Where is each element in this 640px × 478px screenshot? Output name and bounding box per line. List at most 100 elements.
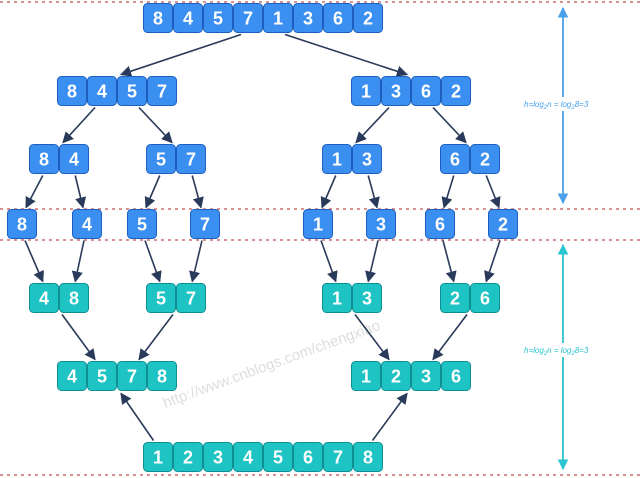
- split-arrow: [320, 175, 337, 209]
- array-cell-value: 5: [127, 82, 137, 102]
- arrows-layer: [24, 33, 501, 441]
- merge-arrow: [371, 392, 408, 441]
- array-cell-value: 1: [361, 367, 371, 387]
- array-cell-value: 7: [157, 82, 167, 102]
- split-group-level-3-4: 1: [303, 209, 333, 239]
- array-cell-value: 7: [333, 448, 343, 468]
- array-cell-value: 8: [157, 367, 167, 387]
- array-cell-box: [323, 442, 353, 472]
- array-cell-box: [176, 144, 206, 174]
- array-cell-box: [147, 361, 177, 391]
- array-cell-box: [263, 3, 293, 33]
- split-group-level-3-0: 8: [7, 209, 37, 239]
- array-cell-value: 8: [363, 448, 373, 468]
- array-cell-box: [173, 442, 203, 472]
- array-cell-box: [293, 442, 323, 472]
- array-cell-box: [233, 442, 263, 472]
- array-cell-box: [117, 76, 147, 106]
- array-cell-value: 3: [391, 82, 401, 102]
- array-cell-value: 5: [156, 289, 166, 309]
- array-cell-box: [440, 283, 470, 313]
- array-cell-box: [352, 283, 382, 313]
- array-cell-box: [147, 76, 177, 106]
- array-cell-box: [57, 361, 87, 391]
- array-cell-value: 1: [332, 150, 342, 170]
- height-label-merge-bg: [520, 343, 634, 357]
- merge-arrow: [24, 240, 44, 283]
- array-cell-box: [470, 283, 500, 313]
- array-cell-box: [7, 209, 37, 239]
- array-cell-box: [411, 76, 441, 106]
- array-cell-box: [190, 209, 220, 239]
- array-cell-box: [173, 3, 203, 33]
- array-cell-box: [59, 283, 89, 313]
- array-cell-value: 5: [156, 150, 166, 170]
- array-cell-box: [57, 76, 87, 106]
- height-label-split: h=log2n = log28=3: [524, 100, 589, 111]
- height-indicator-split: h=log2n = log28=3: [520, 6, 634, 205]
- array-cell-box: [146, 283, 176, 313]
- array-cell-value: 4: [82, 215, 92, 235]
- array-cell-box: [29, 283, 59, 313]
- array-cell-box: [352, 144, 382, 174]
- merge-arrow: [61, 314, 96, 361]
- split-arrow: [284, 33, 409, 77]
- split-arrow: [62, 106, 96, 144]
- split-arrow: [432, 106, 467, 144]
- array-cell-box: [353, 3, 383, 33]
- array-cell-box: [233, 3, 263, 33]
- merge-arrow: [138, 314, 174, 361]
- array-cell-box: [303, 209, 333, 239]
- array-cell-box: [470, 144, 500, 174]
- array-cell-value: 8: [69, 289, 79, 309]
- array-cell-box: [146, 144, 176, 174]
- array-cell-value: 6: [480, 289, 490, 309]
- split-group-level-3-6: 6: [425, 209, 455, 239]
- array-cell-value: 4: [69, 150, 79, 170]
- merge-arrow: [432, 314, 468, 361]
- array-cell-value: 6: [333, 9, 343, 29]
- merge-arrow: [120, 392, 155, 441]
- array-cell-box: [322, 283, 352, 313]
- merge-arrow: [320, 240, 338, 283]
- array-cell-value: 5: [273, 448, 283, 468]
- split-arrow: [25, 175, 44, 209]
- array-cell-box: [29, 144, 59, 174]
- split-arrow: [441, 175, 455, 209]
- array-cell-value: 2: [451, 82, 461, 102]
- array-cell-box: [176, 283, 206, 313]
- merge-arrow: [189, 240, 203, 283]
- split-arrow: [138, 106, 173, 144]
- array-cell-box: [441, 76, 471, 106]
- split-group-level-3-2: 5: [127, 209, 157, 239]
- array-cell-box: [143, 442, 173, 472]
- array-cell-value: 3: [376, 215, 386, 235]
- split-group-level-3-7: 2: [488, 209, 518, 239]
- array-cell-value: 3: [421, 367, 431, 387]
- array-cell-value: 1: [361, 82, 371, 102]
- array-cell-box: [203, 3, 233, 33]
- array-cell-value: 8: [39, 150, 49, 170]
- array-cell-value: 5: [137, 215, 147, 235]
- array-cell-box: [425, 209, 455, 239]
- array-cell-value: 2: [183, 448, 193, 468]
- array-cell-value: 4: [67, 367, 77, 387]
- split-arrow: [144, 175, 161, 209]
- split-arrow: [367, 175, 380, 209]
- array-cell-value: 7: [127, 367, 137, 387]
- array-cell-value: 3: [362, 150, 372, 170]
- array-cell-box: [381, 361, 411, 391]
- array-cell-value: 2: [450, 289, 460, 309]
- array-cell-value: 6: [451, 367, 461, 387]
- array-cell-value: 2: [391, 367, 401, 387]
